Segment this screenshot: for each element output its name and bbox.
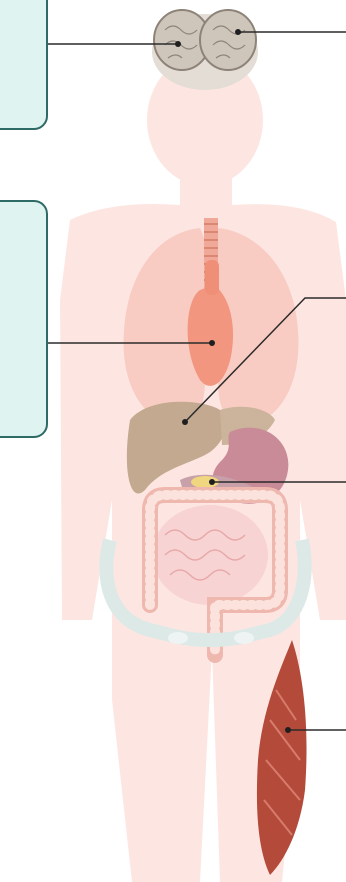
dot-heart [209, 340, 215, 346]
brain [152, 10, 258, 90]
dot-muscle [285, 727, 291, 733]
dot-brain-right [235, 29, 241, 35]
dot-pancreas [209, 479, 215, 485]
small-intestine [152, 505, 268, 605]
dot-liver [182, 419, 188, 425]
dot-brain-left [175, 41, 181, 47]
